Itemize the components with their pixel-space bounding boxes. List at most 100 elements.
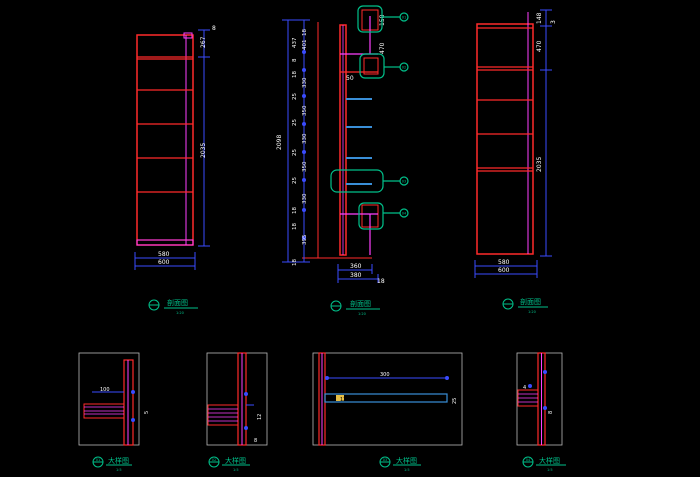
svg-text:18: 18: [292, 223, 298, 230]
dim-lower: 2035: [536, 157, 543, 172]
hatch-lines: [518, 393, 538, 403]
shelf-clip: [336, 395, 344, 401]
dim-b: 8: [548, 411, 554, 414]
dim-width-a: 580: [498, 259, 510, 266]
dim-a: 12: [257, 414, 263, 420]
svg-text:8: 8: [292, 58, 298, 62]
title-block: 剖面图 1:20: [502, 297, 548, 314]
dimension-ticks: [302, 50, 306, 240]
shelf-lines: [477, 27, 533, 172]
dimension-lines: [474, 9, 552, 278]
title-block: 04 大样图 1:5: [522, 456, 566, 472]
drawing-title: 剖面图: [167, 298, 188, 307]
title-block: 03 大样图 1:5: [379, 456, 421, 472]
svg-text:330: 330: [302, 193, 308, 204]
drawing-title: 剖面图: [520, 297, 541, 306]
detail-marker: 02: [212, 458, 216, 462]
detail-frame: [516, 352, 563, 446]
detail-frame: [78, 352, 140, 446]
shelf-section: [207, 404, 239, 426]
top-cap: [183, 32, 193, 39]
dim-node: [543, 406, 547, 410]
drawing-title: 大样图: [539, 456, 560, 465]
svg-text:18: 18: [292, 259, 298, 266]
dim-b: 8: [254, 438, 257, 444]
elevation-left: 8 267 2035 580 600 剖面图 1:20: [134, 25, 216, 315]
glass-shelf: [324, 393, 448, 403]
title-block: 剖面图 1:20: [148, 298, 198, 315]
drawing-scale: 1:5: [404, 468, 410, 472]
dimension-lines: [134, 29, 210, 270]
cabinet-outline: [136, 34, 194, 246]
svg-text:02: 02: [402, 66, 406, 70]
bottom-dimensions: [337, 264, 379, 283]
cabinet-outline: [476, 23, 534, 255]
dim-node: [244, 426, 248, 430]
dim-height: 2035: [200, 143, 207, 158]
elevation-right: 148 3 470 2035 580 600 剖面图 1:20: [474, 9, 557, 314]
detail-4: 4 8 04 大样图 1:5: [516, 352, 566, 472]
section-middle: 2098 437 18 401 8 18 330 25 350 25 330 2…: [276, 5, 409, 316]
svg-text:18: 18: [292, 207, 298, 214]
detail-frame: [206, 352, 268, 446]
svg-text:350: 350: [302, 161, 308, 172]
dim-top-right-b: 470: [379, 42, 386, 54]
svg-text:18: 18: [292, 71, 298, 78]
dim-width-b: 600: [158, 259, 170, 266]
dim-node: [244, 392, 248, 396]
drawing-scale: 1:5: [116, 468, 122, 472]
dim-upper: 470: [536, 40, 543, 52]
dim-node: [325, 376, 329, 380]
hatch-lines: [208, 408, 238, 422]
svg-text:437: 437: [292, 37, 298, 48]
dim-bottom-a: 360: [350, 263, 362, 270]
svg-text:350: 350: [302, 105, 308, 116]
shelf-lines: [137, 56, 193, 241]
dimension-chain: [282, 19, 310, 263]
dim-b: 5: [144, 411, 150, 414]
dim-node: [131, 390, 135, 394]
dim-width-b: 600: [498, 267, 510, 274]
dim-bottom-b: 380: [350, 272, 362, 279]
svg-text:401: 401: [302, 40, 308, 51]
detail-2: 12 8 02 大样图 1:5: [206, 352, 268, 472]
drawing-title: 大样图: [108, 456, 129, 465]
dim-top-b: 267: [200, 36, 207, 48]
dim-top-b: 3: [550, 20, 557, 24]
title-block: 01 大样图 1:5: [92, 456, 132, 472]
svg-text:25: 25: [292, 119, 298, 126]
dim-a: 300: [380, 372, 390, 378]
dim-width-a: 580: [158, 251, 170, 258]
dim-node: [543, 370, 547, 374]
svg-text:18: 18: [302, 29, 308, 36]
svg-text:330: 330: [302, 133, 308, 144]
drawing-title: 大样图: [396, 456, 417, 465]
upper-shelf-bracket: [363, 57, 379, 75]
detail-1: 100 5 01 大样图 1:5: [78, 352, 150, 472]
dim-a: 4: [523, 385, 526, 391]
svg-text:01: 01: [402, 16, 406, 20]
svg-text:395: 395: [302, 234, 308, 245]
svg-text:330: 330: [302, 77, 308, 88]
drawing-scale: 1:5: [233, 468, 239, 472]
callout-labels: 01 02 03 04: [402, 16, 407, 216]
drawing-scale: 1:20: [176, 311, 184, 315]
svg-text:25: 25: [292, 93, 298, 100]
dim-bottom-c: 18: [377, 278, 385, 285]
dim-b: 12: [340, 397, 346, 403]
dim-top-a: 8: [212, 25, 216, 32]
svg-text:04: 04: [402, 212, 407, 216]
drawing-scale: 1:5: [547, 468, 553, 472]
glass-shelves: [346, 98, 372, 185]
dim-c: 25: [452, 398, 458, 404]
detail-3: 300 12 25 03 大样图 1:5: [312, 352, 463, 472]
dim-node: [131, 418, 135, 422]
dim-top-a: 148: [536, 12, 543, 24]
dim-inner: 50: [346, 75, 354, 82]
svg-text:25: 25: [292, 177, 298, 184]
dim-node: [445, 376, 449, 380]
cabinet-base: [136, 239, 194, 246]
detail-frame: [312, 352, 463, 446]
detail-marker: 04: [526, 458, 531, 462]
